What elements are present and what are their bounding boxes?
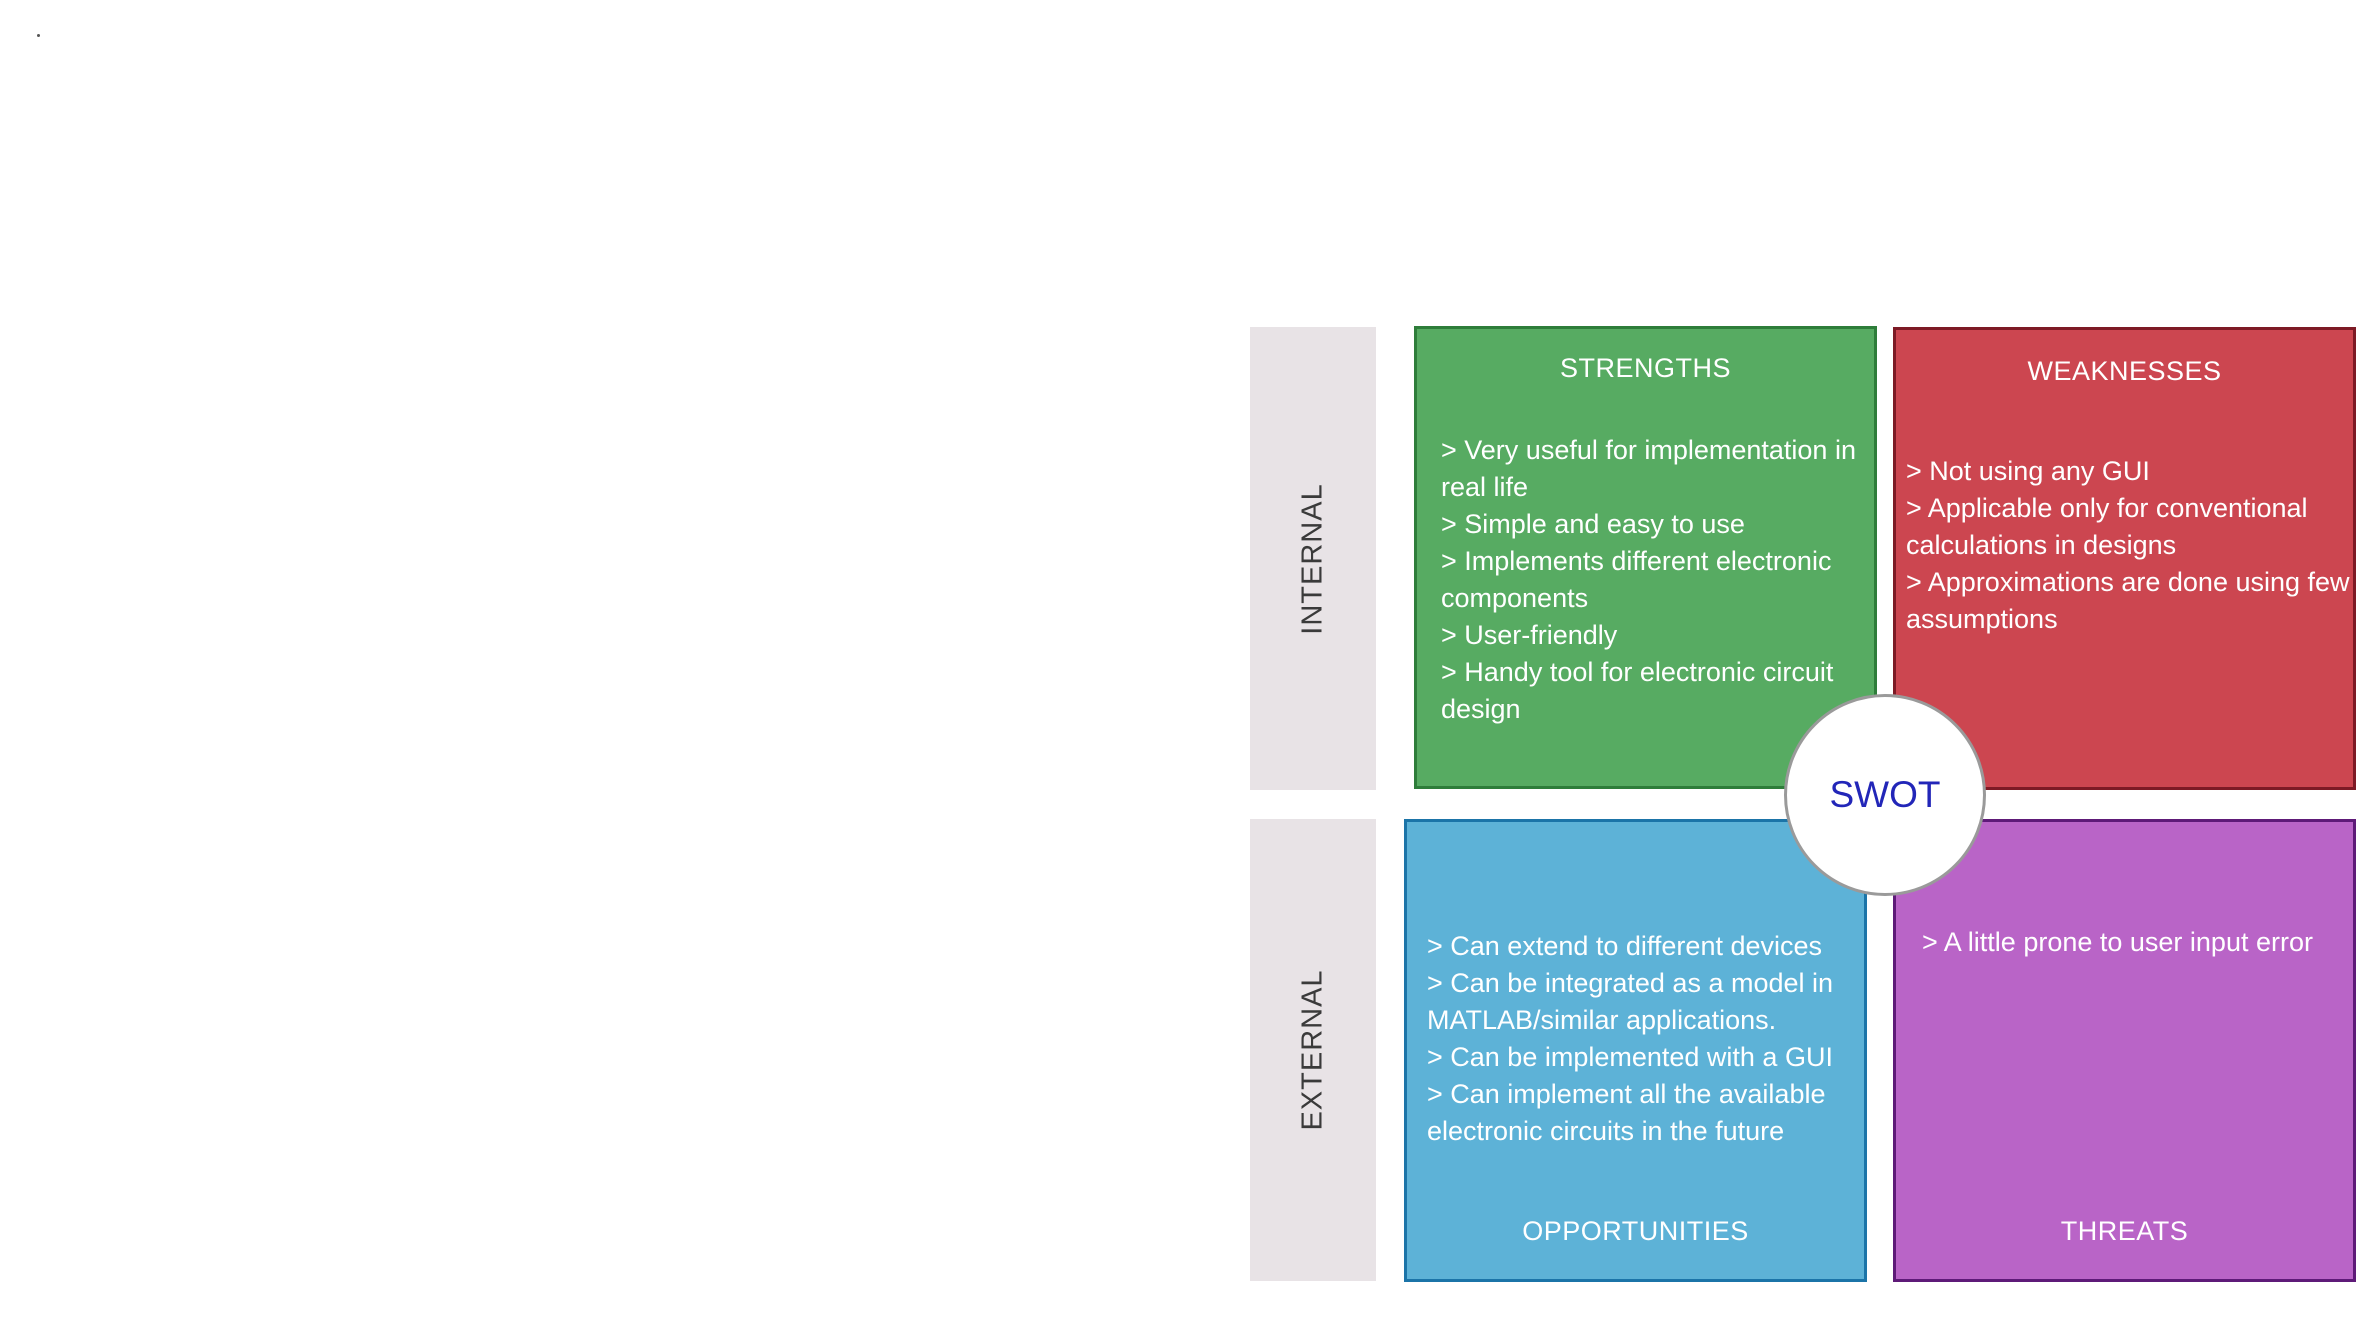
stray-dot [37, 34, 40, 37]
strengths-item: > Handy tool for electronic circuit desi… [1441, 657, 1834, 724]
opportunities-list: > Can extend to different devices > Can … [1427, 928, 1867, 1150]
strengths-title: STRENGTHS [1559, 353, 1731, 383]
internal-row-band: INTERNAL [1250, 327, 1376, 790]
weaknesses-title: WEAKNESSES [2027, 356, 2222, 386]
strengths-item: > Implements different electronic compon… [1441, 546, 1832, 613]
threats-item: > A little prone to user input error [1922, 927, 2313, 957]
threats-quadrant: > A little prone to user input error THR… [1893, 819, 2356, 1282]
strengths-list: > Very useful for implementation in real… [1441, 432, 1871, 728]
external-row-label: EXTERNAL [1296, 969, 1329, 1131]
swot-center-circle: SWOT [1784, 694, 1986, 896]
external-row-band: EXTERNAL [1250, 819, 1376, 1281]
threats-title: THREATS [2060, 1216, 2189, 1246]
opportunities-item: > Can be implemented with a GUI [1427, 1042, 1833, 1072]
weaknesses-list: > Not using any GUI > Applicable only fo… [1906, 453, 2351, 638]
opportunities-item: > Can implement all the available electr… [1427, 1079, 1826, 1146]
strengths-item: > Simple and easy to use [1441, 509, 1745, 539]
opportunities-item: > Can be integrated as a model in MATLAB… [1427, 968, 1834, 1035]
strengths-item: > User-friendly [1441, 620, 1618, 650]
strengths-quadrant: STRENGTHS > Very useful for implementati… [1414, 326, 1877, 789]
weaknesses-quadrant: WEAKNESSES > Not using any GUI > Applica… [1893, 327, 2356, 790]
threats-list: > A little prone to user input error [1922, 924, 2352, 961]
strengths-item: > Very useful for implementation in real… [1441, 435, 1856, 502]
weaknesses-item: > Not using any GUI [1906, 456, 2150, 486]
opportunities-item: > Can extend to different devices [1427, 931, 1823, 961]
opportunities-title: OPPORTUNITIES [1522, 1216, 1749, 1246]
internal-row-label: INTERNAL [1296, 482, 1329, 635]
weaknesses-item: > Applicable only for conventional calcu… [1906, 493, 2308, 560]
opportunities-quadrant: > Can extend to different devices > Can … [1404, 819, 1867, 1282]
weaknesses-item: > Approximations are done using few assu… [1906, 567, 2350, 634]
swot-center-label: SWOT [1829, 774, 1941, 815]
